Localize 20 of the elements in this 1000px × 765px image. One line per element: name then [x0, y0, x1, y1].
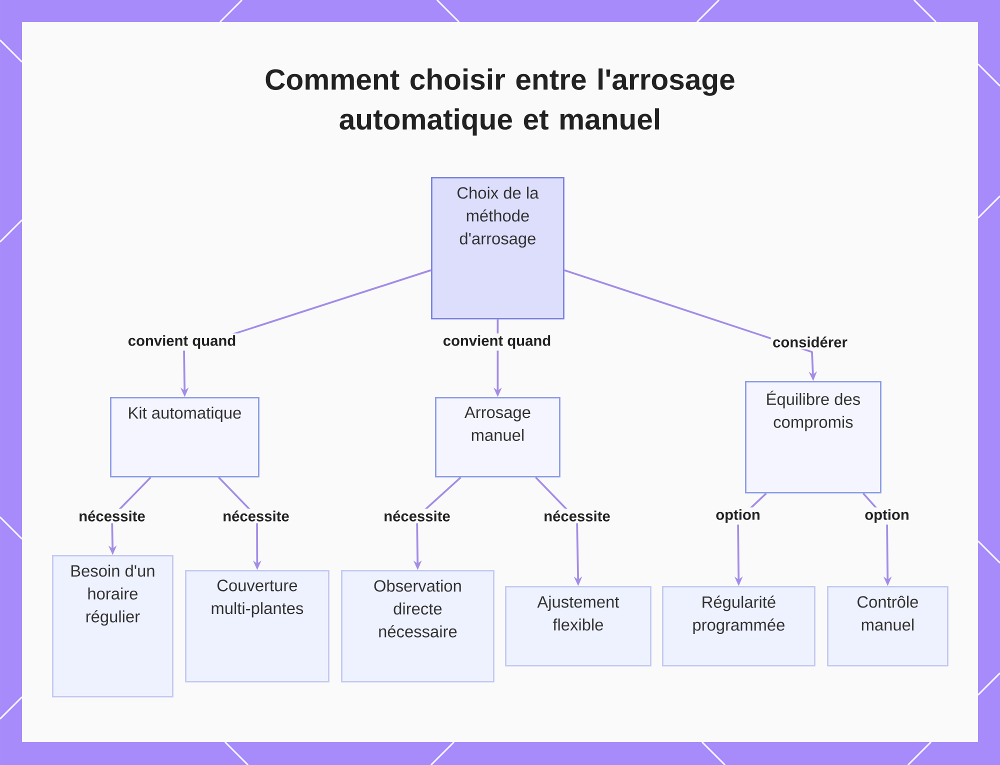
- edge-label: convient quand: [441, 333, 553, 351]
- process-box: Besoin d'un horaire régulier: [52, 555, 174, 698]
- process-box: Couverture multi-plantes: [185, 570, 330, 682]
- title: Comment choisir entre l'arrosage automatique et manuel: [266, 68, 734, 136]
- process-box: Ajustement flexible: [505, 586, 652, 666]
- edge-label: considérer: [770, 334, 850, 350]
- process-box: Observation directe nécessaire: [341, 570, 494, 682]
- edge-label: nécessite: [76, 508, 148, 524]
- process-box: Choix de la méthode d'arrosage: [431, 177, 564, 320]
- process-box: Kit automatique: [110, 397, 260, 478]
- edge-label: option: [714, 507, 762, 525]
- process-box: Régularité programmée: [662, 586, 816, 666]
- edge-label: option: [862, 507, 912, 525]
- edge-label: convient quand: [126, 333, 238, 351]
- edge-label: nécessite: [382, 508, 452, 524]
- process-box: Contrôle manuel: [827, 586, 948, 666]
- edge-label: nécessite: [542, 508, 612, 524]
- process-box: Arrosage manuel: [435, 397, 560, 478]
- edge-label: nécessite: [220, 508, 292, 524]
- process-box: Équilibre des compromis: [745, 381, 882, 494]
